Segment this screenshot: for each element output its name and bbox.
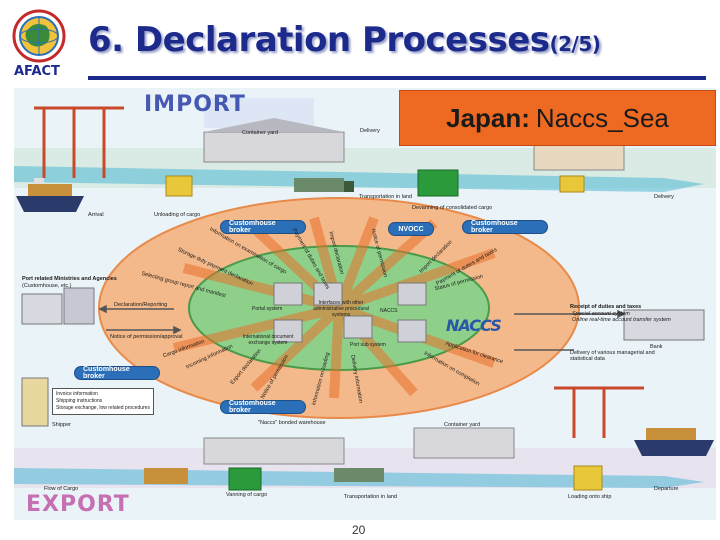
departure-ship-icon	[634, 428, 714, 456]
broker-top-right: Customhouse broker	[462, 220, 548, 234]
vanning-label: Vanning of cargo	[226, 492, 268, 498]
forklift-icon	[559, 175, 585, 193]
receipt-item: Online real-time account transfer system	[572, 317, 671, 323]
international-label: International document exchange system	[242, 334, 294, 346]
import-delivery-top-label: Delivery	[360, 128, 380, 134]
server-icon	[273, 282, 427, 343]
process-diagram: IMPORT EXPORT Japan: Naccs_Sea Container…	[14, 88, 716, 520]
title-main: 6. Declaration Processes	[88, 20, 550, 60]
import-transportation-label: Transportation in land	[359, 194, 412, 200]
receipt-item: Special account system	[572, 311, 630, 317]
shipper-info-box: Invoice information Shipping instruction…	[52, 388, 154, 415]
import-container-yard-label: Container yard	[242, 130, 279, 136]
import-warehouse-icon	[203, 118, 345, 163]
shipper-item: Shipping instructions	[56, 398, 103, 404]
arrival-ship-icon	[16, 178, 84, 212]
shipper-label: Shipper	[52, 422, 71, 428]
yellow-container-icon	[165, 175, 193, 197]
unloading-label: Unloading of cargo	[154, 212, 201, 218]
bonded-warehouse-label: "Naccs" bonded warehouse	[258, 420, 326, 426]
bank-building-icon	[623, 309, 705, 341]
shipper-item: Invoice information	[56, 391, 98, 397]
devanning-label: Devanning of consolidated cargo	[412, 205, 493, 211]
import-crane-icon	[34, 106, 124, 178]
portal-label: Portal system	[252, 306, 283, 312]
import-flow-arrow	[14, 166, 704, 192]
flow-of-cargo-label: Flow of Cargo	[44, 486, 79, 492]
import-banner: IMPORT	[144, 92, 246, 117]
title-rule	[88, 76, 706, 80]
export-banner: EXPORT	[26, 492, 130, 517]
bank-label: Bank	[650, 344, 663, 350]
broker-top-left: Customhouse broker	[220, 220, 306, 234]
declaration-label: Declaration/Reporting	[114, 302, 168, 308]
ministries-sub-label: (Customhouse, etc.)	[22, 283, 72, 289]
interfaces-label: Interfaces with other administrative pro…	[313, 300, 369, 318]
japan-callout: Japan: Naccs_Sea	[399, 90, 716, 146]
page-title: 6. Declaration Processes(2/5)	[88, 20, 601, 60]
page-number: 20	[352, 523, 366, 537]
diagram-graphics	[14, 98, 716, 491]
nvocc-pill: NVOCC	[388, 222, 434, 236]
process-spokes	[172, 216, 496, 399]
departure-label: Departure	[654, 486, 679, 492]
callout-system: Naccs_Sea	[535, 102, 669, 133]
port-sub-label: Port sub system	[350, 342, 386, 348]
naccs-logo: NACCS	[446, 316, 502, 335]
afact-logo: AFACT	[8, 6, 70, 82]
export-truck-icon	[144, 468, 384, 484]
green-container-icon	[417, 169, 459, 197]
title-sub: (2/5)	[549, 32, 601, 56]
arrival-label: Arrival	[88, 212, 104, 218]
export-transportation-label: Transportation in land	[344, 494, 397, 500]
broker-bottom: Customhouse broker	[220, 400, 306, 414]
callout-country: Japan:	[446, 102, 530, 133]
loading-label: Loading onto ship	[568, 494, 612, 500]
shipper-item: Storage exchange, low related procedures	[56, 405, 150, 411]
broker-left: Customhouse broker	[74, 366, 160, 380]
export-container-yard-label: Container yard	[444, 422, 481, 428]
notice-label: Notice of permission/approval	[110, 334, 183, 340]
import-delivery-right-label: Delivery	[654, 194, 674, 200]
managerial-data-label: Delivery of various managerial and stati…	[570, 350, 655, 362]
ministry-building-icon	[21, 287, 95, 325]
receipt-label: Receipt of duties and taxes	[570, 304, 642, 310]
shipper-building-icon	[21, 377, 49, 427]
declaration-arrows	[98, 304, 626, 351]
export-crane-icon	[554, 386, 644, 438]
ministries-label: Port related Ministries and Agencies	[22, 276, 117, 282]
import-truck-icon	[294, 178, 354, 192]
naccs-label: NACCS	[380, 308, 398, 314]
export-green-container-icon	[228, 465, 603, 491]
logo-text: AFACT	[14, 64, 60, 79]
export-warehouse-icon	[203, 427, 515, 465]
